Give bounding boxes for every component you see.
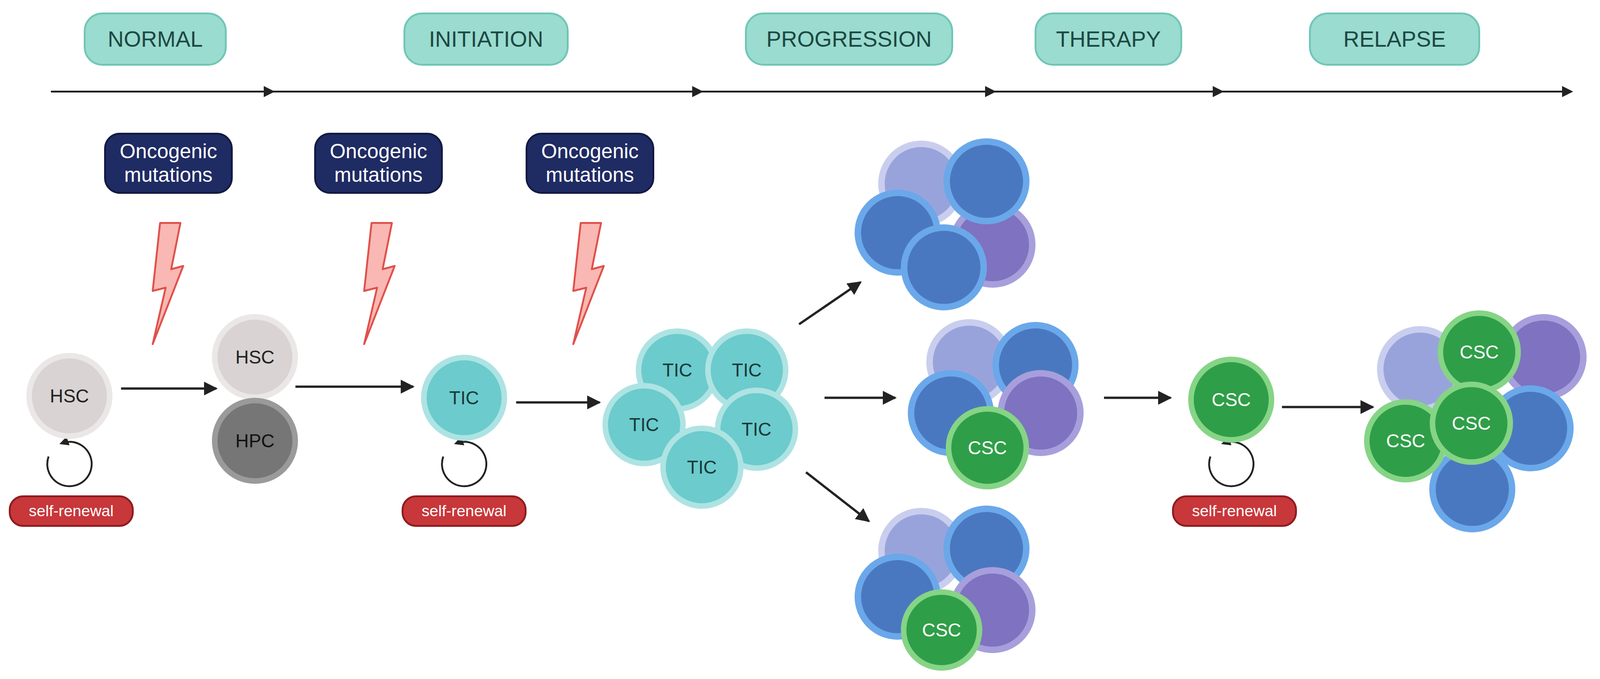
cancer-stem-cell: CSC [900, 589, 983, 671]
tumor-cell [857, 141, 1584, 651]
node-text: RELAPSE [1343, 26, 1446, 52]
self-renewal-label: self-renewal [1172, 495, 1297, 528]
node-text: TIC [449, 387, 479, 409]
stage-label: RELAPSE [1308, 12, 1481, 66]
branch-arrow [799, 282, 1171, 522]
node-text: CSC [1386, 430, 1426, 452]
tumor-initiating-cell: TIC [421, 354, 508, 441]
node-text: HSC [49, 385, 89, 407]
arrow-connector [515, 401, 600, 404]
self-renewal-label: self-renewal [401, 495, 527, 528]
node-text: THERAPY [1055, 26, 1161, 52]
stage-label: NORMAL [83, 12, 227, 66]
cancer-stem-cell: CSC [945, 406, 1030, 490]
node-text: self-renewal [421, 502, 507, 521]
node-text: Oncogenic mutations [535, 139, 645, 187]
node-text: HSC [235, 346, 275, 368]
node-text: CSC [967, 437, 1007, 459]
node-text: CSC [1459, 341, 1499, 363]
node-text: CSC [1451, 412, 1491, 435]
node-text: Oncogenic mutations [324, 139, 433, 187]
timeline [50, 86, 1574, 98]
node-text: HPC [235, 430, 275, 452]
mutation-box: Oncogenic mutations [104, 132, 233, 194]
node-text: CSC [1211, 389, 1251, 411]
tumor-initiating-cell: TIC [660, 425, 744, 509]
cancer-stem-cell: CSC [1437, 310, 1521, 394]
node-text: TIC [629, 414, 659, 436]
node-text: Oncogenic mutations [114, 139, 223, 187]
stage-label: PROGRESSION [744, 12, 954, 66]
cancer-stem-cell: CSC [1188, 356, 1275, 443]
arrow-connector [1282, 406, 1374, 409]
self-renewal-label: self-renewal [8, 495, 134, 528]
node-text: self-renewal [28, 502, 114, 521]
node-text: TIC [731, 359, 762, 381]
arrow-connector [121, 387, 217, 391]
mutation-box: Oncogenic mutations [525, 132, 655, 194]
node-text: NORMAL [107, 26, 203, 52]
node-text: CSC [922, 619, 962, 641]
progenitor-cell: HPC [211, 397, 298, 484]
node-text: TIC [662, 359, 693, 381]
stage-label: INITIATION [403, 12, 569, 66]
node-text: self-renewal [1191, 502, 1277, 521]
stem-cell: HSC [26, 353, 113, 440]
stem-cell: HSC [211, 314, 298, 401]
mutation-box: Oncogenic mutations [314, 132, 443, 194]
cancer-stem-cell: CSC [1429, 381, 1514, 466]
stage-label: THERAPY [1034, 12, 1183, 66]
node-text: TIC [687, 456, 717, 478]
node-text: TIC [741, 418, 772, 441]
node-text: PROGRESSION [766, 26, 932, 52]
arrow-connector [295, 385, 414, 389]
lightning-bolt [152, 223, 604, 345]
node-text: INITIATION [428, 26, 544, 52]
